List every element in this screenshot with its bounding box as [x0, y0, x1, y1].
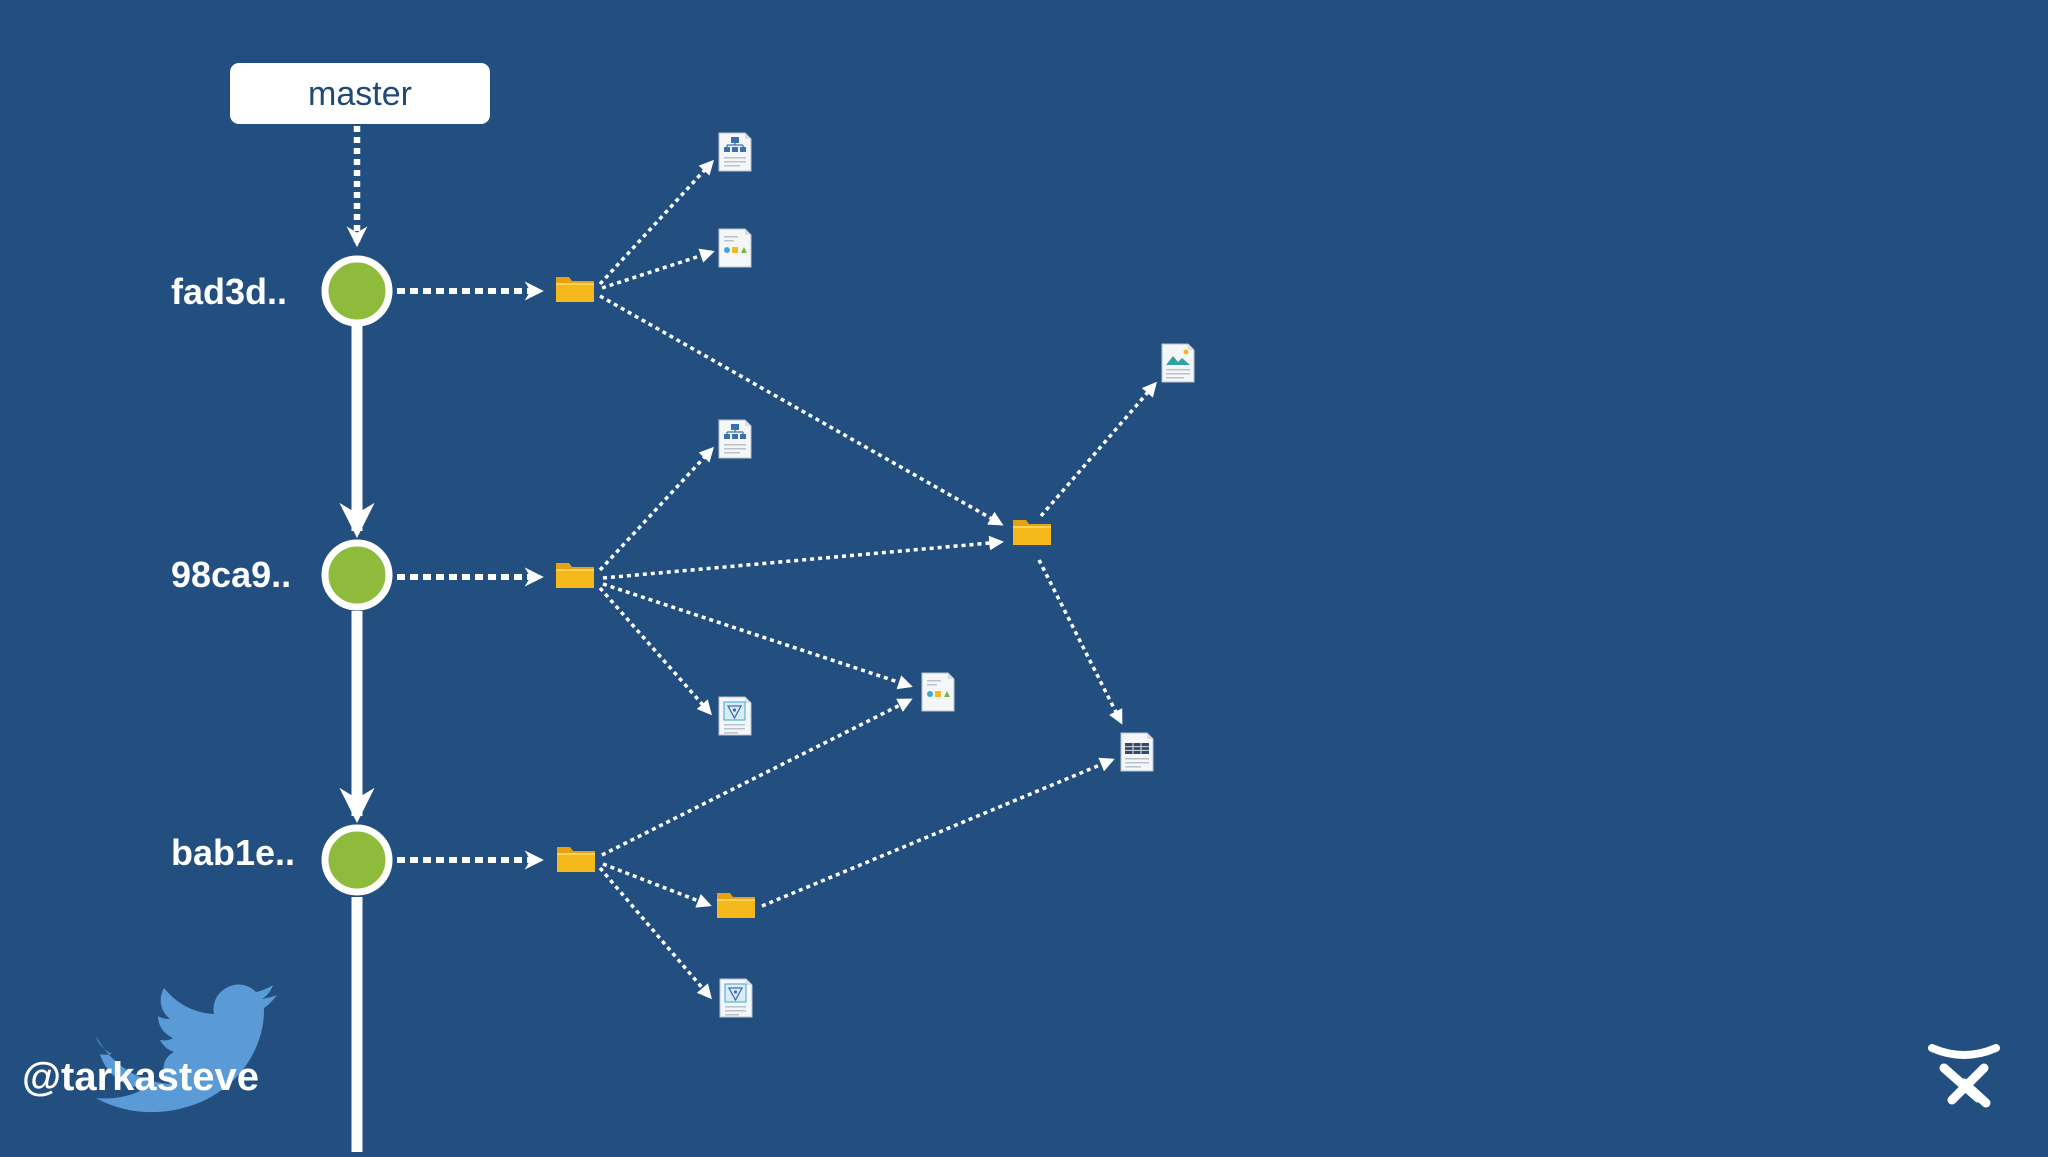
image-document-icon [1161, 343, 1195, 383]
pointer-arrow [598, 866, 712, 1000]
commit-node: fad3d.. [171, 255, 393, 327]
twitter-handle: @tarkasteve [22, 1055, 259, 1099]
folder-icon [557, 847, 595, 872]
branch-label-box [230, 63, 490, 124]
pointer-arrow [601, 248, 715, 290]
pointer-arrow [1037, 559, 1123, 725]
pointer-arrow [601, 698, 913, 857]
shapes-document-icon [718, 228, 752, 268]
object-pointers [598, 159, 1157, 1000]
folder-icon [1013, 520, 1051, 545]
commit-hash-label: 98ca9.. [171, 554, 291, 595]
pointer-arrow [598, 446, 714, 572]
folder-icon [556, 563, 594, 588]
twitter-bird-icon [96, 984, 277, 1113]
table-document-icon [1120, 732, 1154, 772]
diagram-document-icon [718, 132, 752, 172]
commit-hash-label: bab1e.. [171, 832, 295, 873]
pointer-arrow [602, 862, 712, 908]
pointer-arrow [598, 159, 714, 286]
folder-icon [556, 277, 594, 302]
pointer-arrow [602, 535, 1004, 580]
pointer-arrow [599, 294, 1004, 526]
atlassian-logo-icon [1928, 1044, 2000, 1108]
commit-hash-label: fad3d.. [171, 271, 287, 312]
folder-icon [717, 893, 755, 918]
pointer-arrow [602, 582, 913, 690]
pointer-arrow [1039, 381, 1157, 518]
branch-label-text: master [308, 75, 412, 113]
commit-node: 98ca9.. [171, 539, 393, 611]
pointer-arrow [761, 757, 1115, 908]
diagram-document-icon [718, 419, 752, 459]
branch-label: master [230, 63, 490, 124]
vector-document-icon [719, 978, 753, 1018]
commit-node: bab1e.. [171, 824, 393, 896]
vector-document-icon [718, 696, 752, 736]
pointer-arrow [598, 586, 712, 716]
shapes-document-icon [921, 672, 955, 712]
